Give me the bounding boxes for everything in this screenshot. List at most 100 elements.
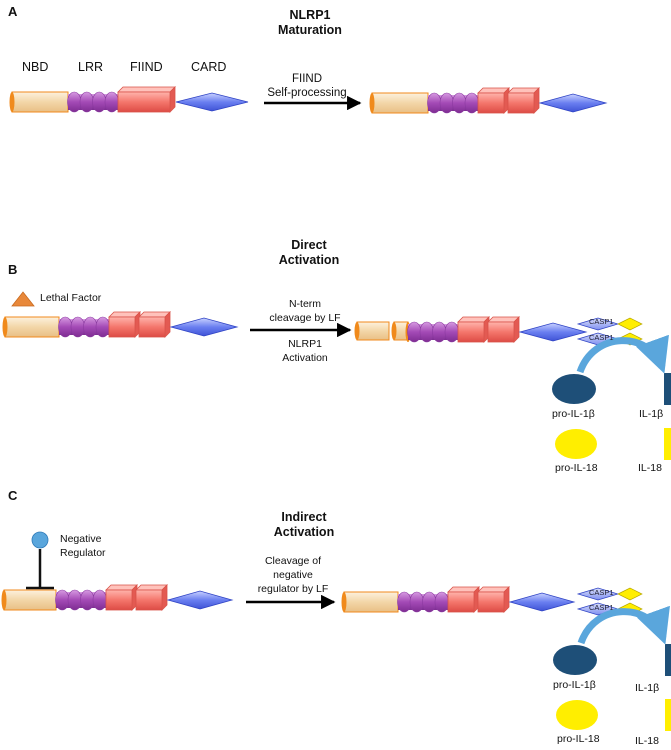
panel-b-pro-il18-label: pro-IL-18 [555,462,598,474]
il1b-shape [664,373,671,405]
lethal-factor-label: Lethal Factor [40,292,102,304]
pro-il18-shape [556,700,598,730]
fiind-domain [135,589,163,611]
panel-c-nlrp1 [1,584,234,611]
domain-label-lrr: LRR [78,60,104,74]
panel-b-step-label-top: N-term cleavage by LF [230,297,380,325]
panel-a-step-line2: Self-processing [267,87,347,99]
casp1-subunit-yellow [617,317,643,331]
panel-c-cytokines [553,605,671,731]
fiind-domain [138,316,166,338]
casp1-processing-arrow [577,605,670,645]
lrr-repeat [70,316,85,338]
panel-c-title-line1: Indirect [281,510,327,524]
panel-c-il1b-label: IL-1β [635,682,660,694]
lrr-repeat [67,589,82,611]
fiind-domain [487,321,515,343]
lrr-repeat [95,316,110,338]
nbd-domain-cap [9,92,15,112]
panel-c-casp1-pair [576,587,643,616]
fiind-domain [105,589,133,611]
fiind-domain [457,321,485,343]
fiind-domain-side [503,586,510,613]
panel-b-step-label-bottom: NLRP1 Activation [230,337,380,365]
nbd-domain-cap [341,592,347,612]
negative-regulator-label: Negative Regulator [60,532,106,560]
fiind-domain [117,91,171,113]
panel-c-step-line2: negative [273,569,313,581]
panel-b-step-line2: cleavage by LF [269,312,341,324]
panel-a-step-label: FIIND Self-processing [232,72,382,100]
lrr-repeat [432,321,447,343]
fiind-domain [108,316,136,338]
lrr-repeat [434,591,449,613]
lrr-repeat [464,92,479,114]
panel-b-title: Direct Activation [239,238,379,268]
nbd-domain [4,316,60,338]
negative-regulator-icon [31,531,49,549]
lrr-repeat [58,316,73,338]
panel-b-casp1-top-label: CASP1 [589,317,614,326]
card-domain [166,590,234,610]
panel-c-il18-label: IL-18 [635,735,659,747]
nbd-domain-cap [391,322,397,340]
pro-il1b-shape [553,645,597,675]
nbd-domain-cap [1,590,7,610]
panel-c-step-line1: Cleavage of [264,555,322,567]
pro-il18-shape [555,429,597,459]
lrr-repeat [104,91,119,113]
nbd-domain [3,589,57,611]
lrr-repeat [439,92,454,114]
panel-b-title-line1: Direct [291,238,327,252]
fiind-domain [477,92,505,114]
domain-label-nbd: NBD [22,60,49,74]
panel-b-step-line3: NLRP1 [288,338,322,350]
panel-c-title-line2: Activation [273,525,335,539]
fiind-domain [507,92,535,114]
il18-shape [664,428,671,460]
domain-label-card: CARD [191,60,227,74]
fiind-domain-side [533,87,540,114]
panel-c-step-line3: regulator by LF [257,583,329,595]
panel-b-il1b-label: IL-1β [639,408,664,420]
panel-a-mature-nlrp1 [369,87,608,114]
fiind-domain-side [513,316,520,343]
lrr-repeat [452,92,467,114]
panel-c-step-label: Cleavage of negative regulator by LF [218,554,368,596]
lrr-repeat [92,589,107,611]
lrr-repeat [427,92,442,114]
lrr-repeat [422,591,437,613]
lrr-repeat [55,589,70,611]
casp1-processing-arrow [576,334,669,374]
panel-a-title-line1: NLRP1 [289,8,331,22]
panel-b-cytokines [552,334,671,460]
panel-b-active-nlrp1 [405,316,588,343]
il1b-shape [665,644,671,676]
panel-b-cleaved-nlrp1 [354,321,409,341]
negative-regulator-line2: Regulator [60,547,106,559]
casp1-subunit-yellow [617,587,643,601]
panel-b-letter: B [8,262,18,277]
nbd-domain-cap [354,322,360,340]
lethal-factor-icon [11,291,35,307]
panel-b-il18-label: IL-18 [638,462,662,474]
panel-b-nlrp1 [2,311,239,338]
nbd-domain-cap [369,93,375,113]
card-domain [518,322,588,342]
panel-c-casp1-bottom-label: CASP1 [589,603,614,612]
lrr-repeat [67,91,82,113]
panel-a-pro-nlrp1 [9,86,249,113]
lrr-repeat [397,591,412,613]
lrr-repeat [83,316,98,338]
panel-b-title-line2: Activation [278,253,340,267]
panel-c-casp1-top-label: CASP1 [589,588,614,597]
lrr-repeat [80,589,95,611]
lrr-repeat [92,91,107,113]
card-domain [175,92,249,112]
panel-c-title: Indirect Activation [234,510,374,540]
card-domain [169,317,239,337]
panel-b-step-line1: N-term [288,298,322,310]
panel-c-pro-il1b-label: pro-IL-1β [553,679,596,691]
domain-label-fiind: FIIND [130,60,163,74]
